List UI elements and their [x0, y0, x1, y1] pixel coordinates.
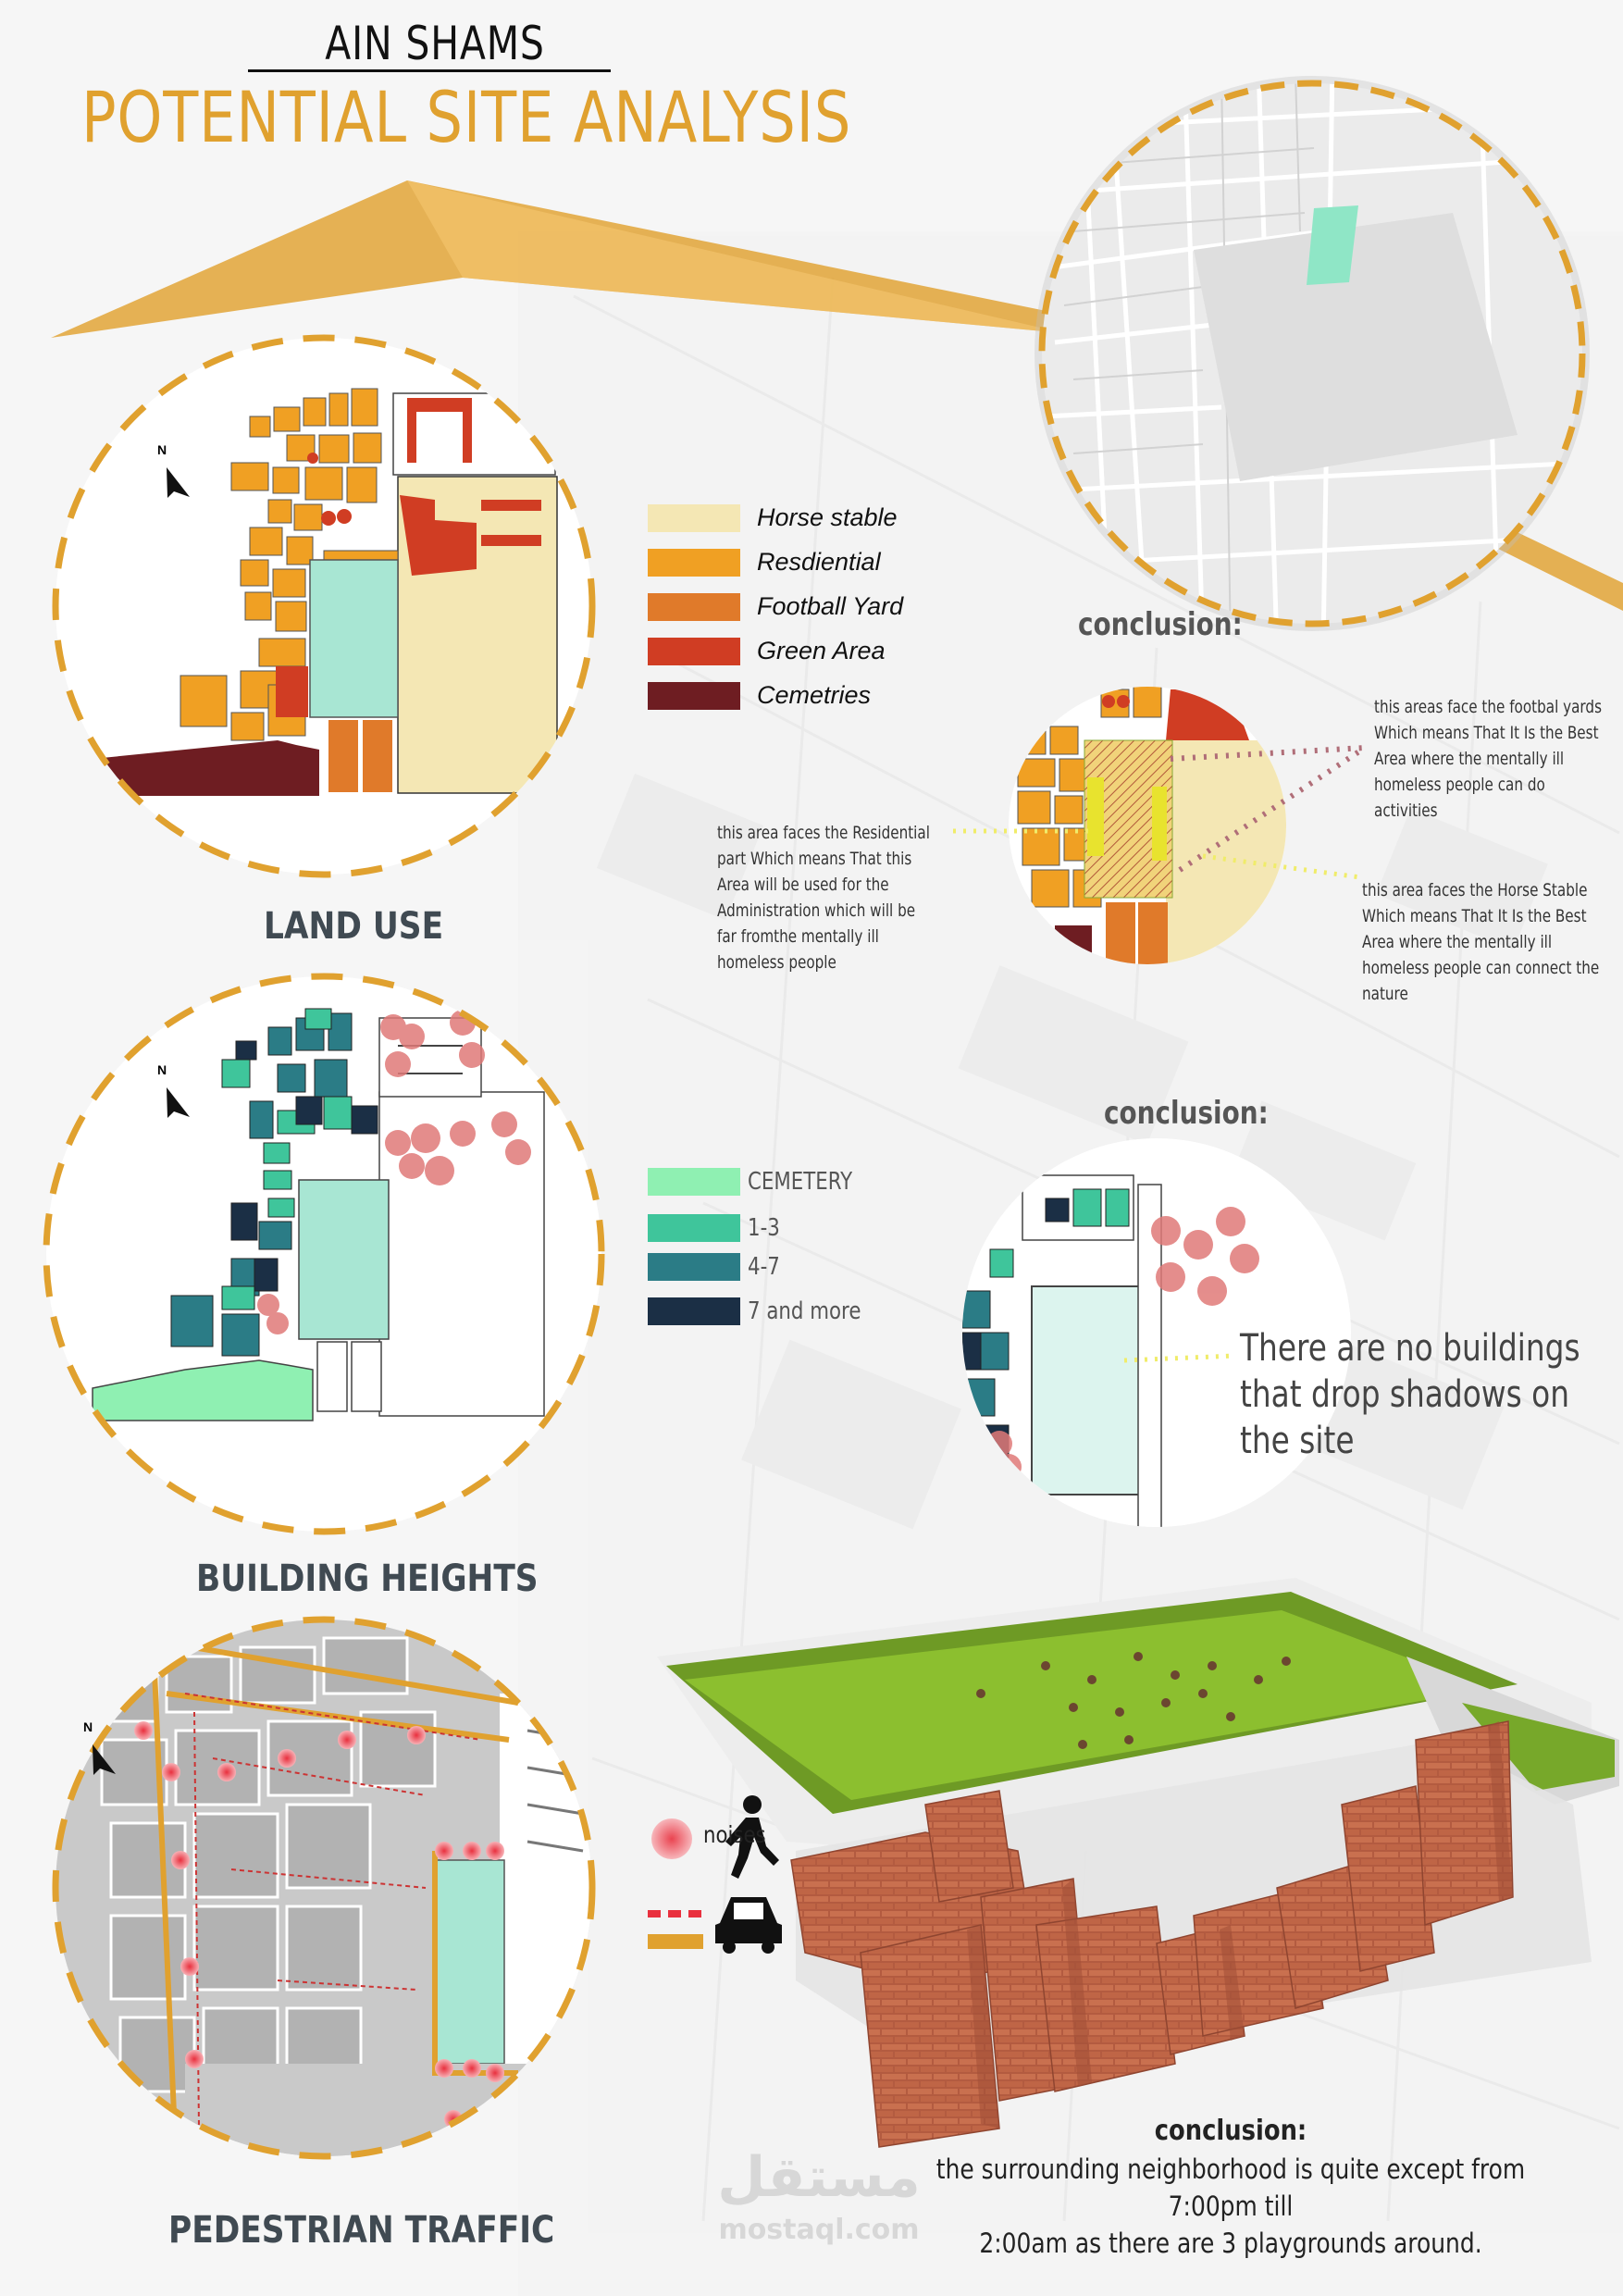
noise-icon	[651, 1818, 692, 1859]
north-arrow-icon	[167, 467, 190, 498]
land-use-note-horse-stable: this area faces the Horse Stable Which m…	[1362, 880, 1600, 1004]
land-use-note-residential: this area faces the Residential part Whi…	[717, 823, 930, 973]
title-underline	[248, 69, 611, 72]
legend-label: 1-3	[748, 1214, 780, 1242]
legend-item-green-area: Green Area	[648, 637, 903, 665]
pedestrian-icon	[725, 1795, 779, 1879]
legend-item-4-7-floors: 4-7	[648, 1253, 886, 1281]
legend-item-horse-stable: Horse stable	[648, 503, 903, 532]
legend-swatch	[648, 1168, 740, 1196]
building-heights-legend: CEMETERY 1-3 4-7 7 and more	[648, 1168, 886, 1325]
legend-swatch	[648, 1253, 740, 1281]
pedestrian-traffic-title: PEDESTRIAN TRAFFIC	[168, 2209, 555, 2252]
legend-item-cemetery: CEMETERY	[648, 1168, 886, 1196]
legend-swatch	[648, 592, 740, 621]
legend-label: CEMETERY	[748, 1168, 853, 1196]
building-heights-conclusion-heading: conclusion:	[1104, 1095, 1269, 1132]
legend-swatch	[648, 1214, 740, 1242]
legend-item-football-yard: Football Yard	[648, 592, 903, 621]
north-arrow-icon	[167, 1087, 190, 1118]
legend-item-7-plus-floors: 7 and more	[648, 1297, 886, 1325]
legend-label: 4-7	[748, 1253, 780, 1281]
building-heights-title: BUILDING HEIGHTS	[196, 1558, 539, 1600]
building-heights-note: There are no buildings that drop shadows…	[1240, 1327, 1580, 1462]
north-arrow-icon	[93, 1744, 116, 1775]
legend-item-residential: Resdiential	[648, 548, 903, 577]
land-use-legend: Horse stable Resdiential Football Yard G…	[648, 503, 903, 710]
pedestrian-traffic-map	[52, 1616, 596, 2160]
watermark-logo: مستقل	[717, 2145, 921, 2210]
traffic-conclusion-line-1: the surrounding neighborhood is quite ex…	[935, 2153, 1526, 2222]
watermark-url: mostaql.com	[718, 2214, 920, 2246]
land-use-conclusion-heading: conclusion:	[1078, 606, 1243, 643]
legend-label: 7 and more	[748, 1297, 861, 1325]
legend-swatch	[648, 503, 740, 532]
legend-swatch	[648, 1297, 740, 1325]
land-use-note-football: this areas face the footbal yards Which …	[1374, 697, 1602, 821]
traffic-conclusion-line-2: 2:00am as there are 3 playgrounds around…	[979, 2228, 1482, 2259]
legend-swatch	[648, 637, 740, 665]
legend-item-cemeteries: Cemetries	[648, 681, 903, 710]
site-location-map	[1035, 76, 1590, 631]
land-use-title: LAND USE	[264, 905, 444, 948]
legend-swatch	[648, 548, 740, 577]
north-label: N	[83, 1719, 93, 1734]
legend-label: Green Area	[757, 637, 886, 664]
noise-legend-label: noises	[703, 1821, 766, 1848]
site-3d-render	[657, 1578, 1619, 2148]
page-title: POTENTIAL SITE ANALYSIS	[81, 76, 852, 158]
land-use-conclusion-map	[953, 687, 1367, 964]
legend-label: Football Yard	[757, 592, 904, 620]
north-label: N	[157, 1062, 167, 1077]
location-title: AIN SHAMS	[325, 17, 545, 70]
building-heights-map	[43, 973, 605, 1535]
building-heights-conclusion-map	[962, 1138, 1351, 1527]
legend-label: Horse stable	[757, 503, 898, 531]
legend-item-1-3-floors: 1-3	[648, 1214, 886, 1242]
legend-label: Cemetries	[757, 681, 872, 709]
north-label: N	[157, 442, 167, 457]
legend-swatch	[648, 681, 740, 710]
traffic-legend-graphics	[648, 1795, 782, 1954]
pedestrian-traffic-conclusion: conclusion: the surrounding neighborhood…	[861, 2115, 1601, 2262]
land-use-map	[52, 334, 596, 878]
car-icon	[715, 1897, 782, 1954]
traffic-conclusion-heading: conclusion:	[1154, 2115, 1307, 2147]
legend-label: Resdiential	[757, 548, 881, 576]
